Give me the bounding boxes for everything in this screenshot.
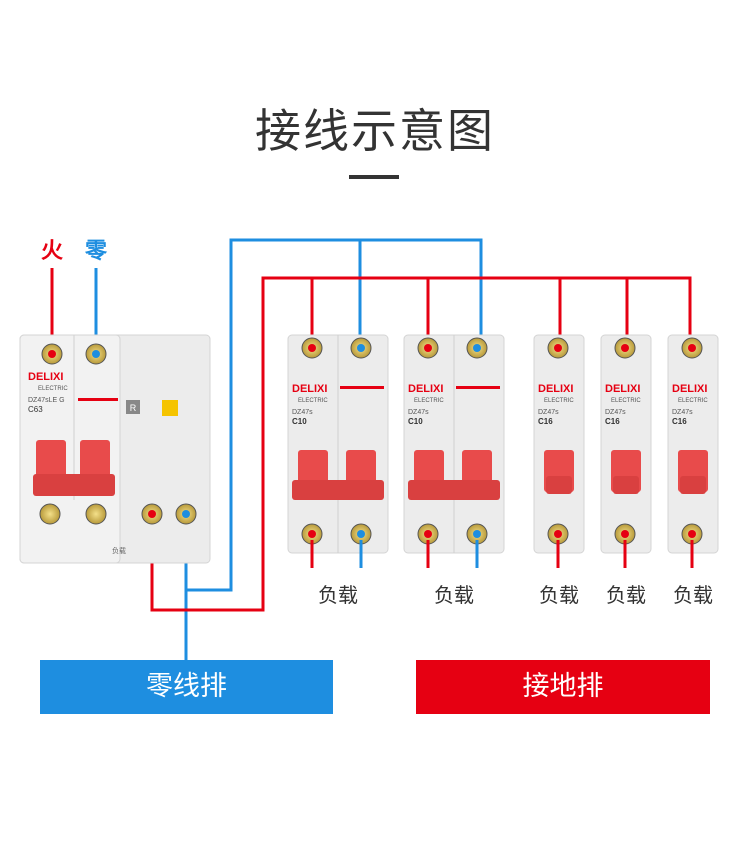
breaker-body bbox=[533, 334, 585, 554]
reset-button-label: R bbox=[130, 403, 137, 413]
breaker-live-in-terminal-dot bbox=[308, 344, 316, 352]
breaker-live-out-terminal-dot bbox=[554, 530, 562, 538]
live-main-loop-wire bbox=[150, 276, 692, 612]
breaker-live-in-terminal-dot bbox=[554, 344, 562, 352]
breaker-body bbox=[600, 334, 652, 554]
branch-breakers: DELIXIELECTRICDZ47sC10负载DELIXIELECTRICDZ… bbox=[287, 334, 719, 607]
neutral-main-loop-wire bbox=[184, 238, 483, 592]
breaker-red-stripe bbox=[340, 386, 384, 389]
page-title: 接线示意图 bbox=[255, 104, 495, 158]
breaker-neutral-out-terminal-dot bbox=[357, 530, 365, 538]
breaker-brand-label: DELIXI bbox=[672, 383, 707, 395]
breaker-brand-label: DELIXI bbox=[605, 383, 640, 395]
breaker-handle-tip bbox=[613, 476, 639, 494]
neutral-busbar-label: 零线排 bbox=[146, 671, 227, 702]
breaker-handle-bar bbox=[408, 480, 500, 500]
load-label: 负载 bbox=[539, 584, 579, 607]
breaker-model-label: DZ47s bbox=[408, 409, 429, 416]
ground-busbar-label: 接地排 bbox=[522, 671, 604, 702]
breaker-brand-label: DELIXI bbox=[408, 383, 443, 395]
breaker-neutral-in-terminal-dot bbox=[473, 344, 481, 352]
breaker-live-in-terminal-dot bbox=[688, 344, 696, 352]
ground-busbar: 接地排 bbox=[416, 660, 710, 714]
breaker-model-label: DZ47s bbox=[672, 409, 693, 416]
breaker-rating-label: C10 bbox=[408, 417, 423, 426]
breaker-handle-tip bbox=[546, 476, 572, 494]
load-label: 负载 bbox=[318, 584, 358, 607]
main-brand-label: DELIXI bbox=[28, 371, 63, 383]
breaker-neutral-in-terminal-dot bbox=[357, 344, 365, 352]
test-button bbox=[162, 400, 178, 416]
main-handle-bar bbox=[33, 474, 115, 496]
breaker-brand-label: DELIXI bbox=[292, 383, 327, 395]
breaker-live-out-terminal-dot bbox=[308, 530, 316, 538]
breaker-rating-label: C16 bbox=[538, 417, 553, 426]
breaker-brand-label: DELIXI bbox=[538, 383, 573, 395]
main-model-label: DZ47sLE G bbox=[28, 397, 65, 404]
main-brand-sub-label: ELECTRIC bbox=[38, 386, 68, 392]
reset-button bbox=[126, 400, 140, 414]
breaker-rating-label: C10 bbox=[292, 417, 307, 426]
breaker-brand-sub-label: ELECTRIC bbox=[298, 398, 328, 404]
main-rcd-breaker: DELIXI ELECTRIC DZ47sLE G C63 R 负载 bbox=[19, 334, 211, 564]
breaker-brand-sub-label: ELECTRIC bbox=[678, 398, 708, 404]
breaker-body bbox=[667, 334, 719, 554]
main-bottom-note: 负载 bbox=[112, 546, 126, 555]
breaker-live-in-terminal-dot bbox=[621, 344, 629, 352]
breaker-model-label: DZ47s bbox=[538, 409, 559, 416]
breaker-live-out-terminal-dot bbox=[621, 530, 629, 538]
breaker-brand-sub-label: ELECTRIC bbox=[611, 398, 641, 404]
breaker-rating-label: C16 bbox=[605, 417, 620, 426]
breaker-live-out-terminal-dot bbox=[688, 530, 696, 538]
neutral-busbar: 零线排 bbox=[40, 660, 333, 714]
title-underline bbox=[349, 175, 399, 179]
breaker-handle-tip bbox=[680, 476, 706, 494]
breaker-rating-label: C16 bbox=[672, 417, 687, 426]
neutral-label: 零 bbox=[84, 238, 108, 263]
breaker-live-out-terminal-dot bbox=[424, 530, 432, 538]
load-label: 负载 bbox=[434, 584, 474, 607]
breaker-handle-bar bbox=[292, 480, 384, 500]
breaker-neutral-out-terminal-dot bbox=[473, 530, 481, 538]
breaker-brand-sub-label: ELECTRIC bbox=[544, 398, 574, 404]
breaker-model-label: DZ47s bbox=[292, 409, 313, 416]
live-label: 火 bbox=[41, 238, 63, 263]
breaker-live-in-terminal-dot bbox=[424, 344, 432, 352]
main-rating-label: C63 bbox=[28, 405, 43, 414]
breaker-model-label: DZ47s bbox=[605, 409, 626, 416]
breaker-red-stripe bbox=[456, 386, 500, 389]
load-label: 负载 bbox=[673, 584, 713, 607]
load-label: 负载 bbox=[606, 584, 646, 607]
breaker-brand-sub-label: ELECTRIC bbox=[414, 398, 444, 404]
